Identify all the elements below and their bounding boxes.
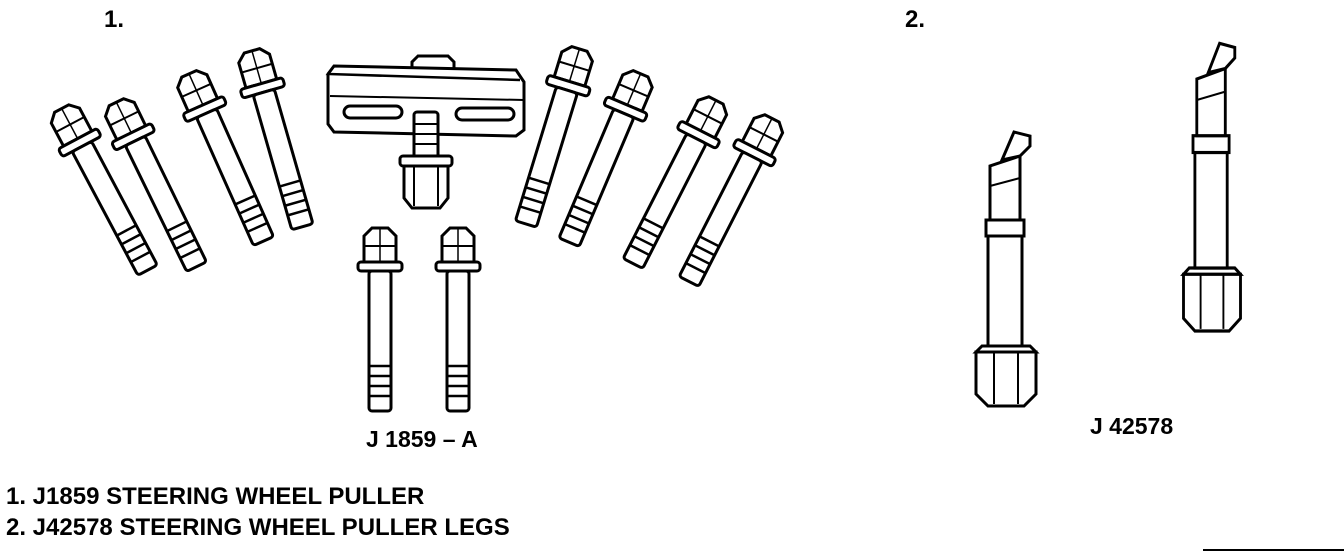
- legend-item-2: 2. J42578 STEERING WHEEL PULLER LEGS: [6, 514, 510, 541]
- tool-number-label-puller: J 1859 – A: [366, 426, 478, 452]
- callout-number-2: 2.: [905, 6, 926, 33]
- puller-body: [325, 54, 526, 210]
- tool-number-label-legs: J 42578: [1090, 413, 1174, 439]
- corner-divider: [1203, 549, 1344, 551]
- puller-legs-set: [974, 41, 1243, 408]
- callout-number-1: 1.: [104, 6, 125, 33]
- legend-item-1: 1. J1859 STEERING WHEEL PULLER: [6, 483, 425, 510]
